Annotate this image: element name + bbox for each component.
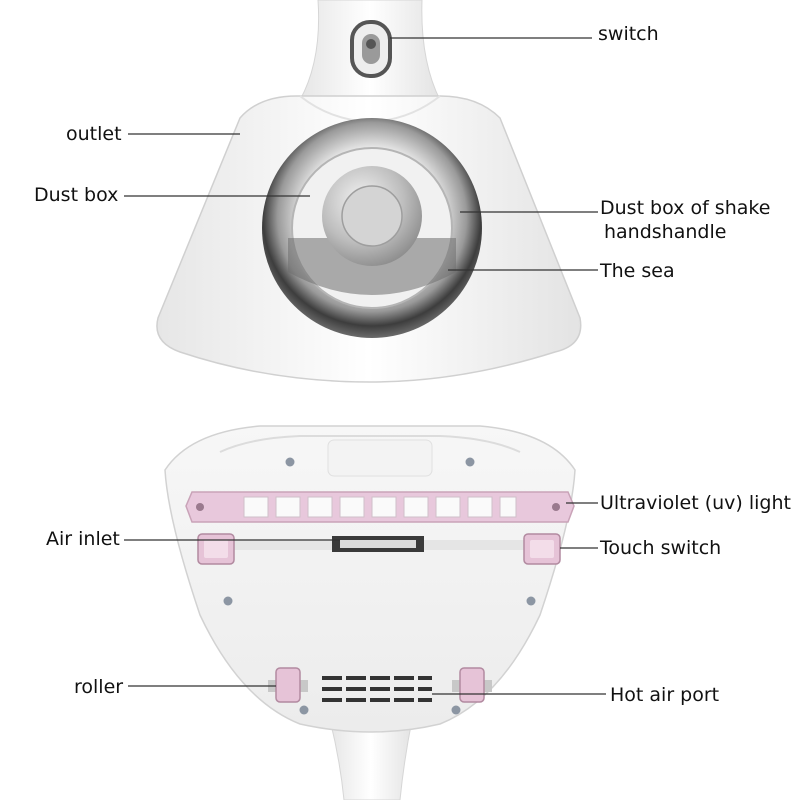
touch-switch-left[interactable] [197, 533, 235, 565]
screw-icon [223, 457, 536, 715]
handle-neck-bottom [329, 719, 413, 800]
label-touch-switch: Touch switch [600, 537, 722, 559]
switch-icon[interactable] [350, 20, 392, 78]
uv-light-strip [185, 491, 575, 523]
label-outlet: outlet [66, 123, 122, 145]
hot-air-port [322, 676, 432, 702]
label-dust-box-shake: Dust box of shake [600, 197, 771, 219]
label-roller: roller [74, 676, 124, 698]
touch-switch-right[interactable] [523, 533, 561, 565]
label-hot-air-port: Hot air port [610, 684, 720, 706]
leader-lines [124, 37, 606, 695]
roller-left [268, 667, 308, 703]
label-switch: switch [598, 23, 659, 45]
label-dust-box: Dust box [34, 184, 119, 206]
label-air-inlet: Air inlet [46, 528, 120, 550]
label-dust-box-shake-2: handshandle [604, 221, 727, 243]
top-view [156, 0, 582, 383]
air-inlet [210, 536, 550, 552]
label-uv-light: Ultraviolet (uv) light [600, 492, 791, 514]
bottom-view [164, 425, 576, 800]
dust-box [262, 118, 482, 338]
label-the-sea: The sea [600, 260, 675, 282]
